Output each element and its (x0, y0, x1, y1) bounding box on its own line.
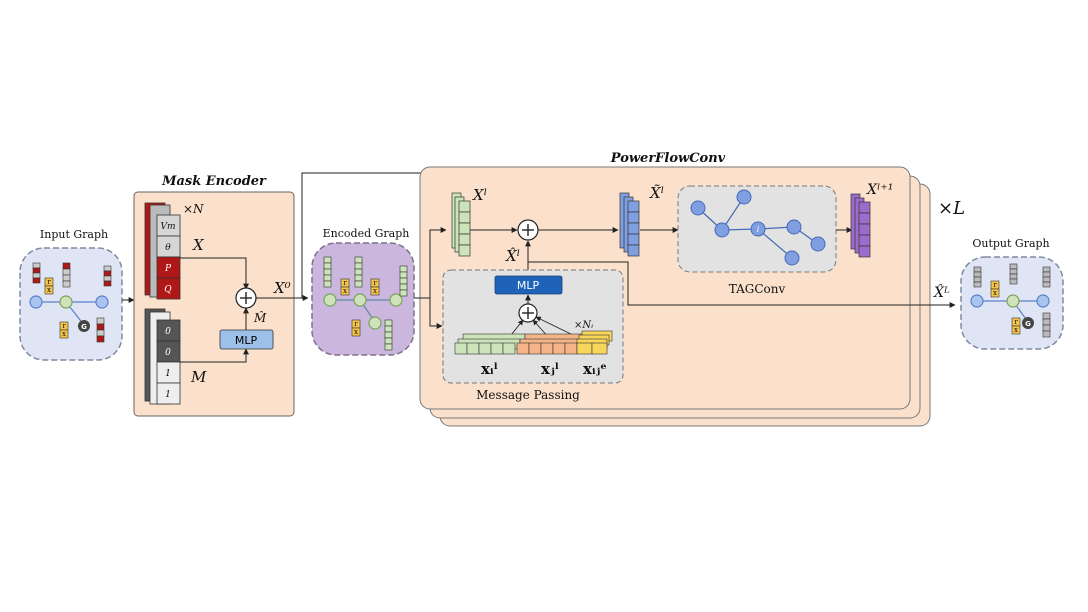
xi-label: xᵢˡ (481, 360, 498, 378)
encoded-vector (323, 256, 408, 351)
powerflowconv-title: PowerFlowConv (610, 151, 726, 166)
encoded-graph-title: Encoded Graph (323, 227, 410, 240)
edge-feature: r x r x r x (340, 278, 380, 337)
svg-text:r: r (47, 278, 51, 286)
svg-text:θ: θ (165, 243, 171, 253)
xl-vector-stack (451, 192, 471, 257)
svg-text:x: x (62, 330, 66, 338)
xl-hat-label: X̂ˡ (505, 247, 520, 265)
m-label: M (190, 368, 207, 386)
svg-text:1: 1 (165, 390, 171, 400)
output-graph-title: Output Graph (972, 237, 1049, 250)
edge-feature: r x (59, 321, 69, 339)
mlp-label: MLP (517, 279, 540, 292)
bus-node (59, 295, 73, 309)
svg-text:x: x (354, 328, 358, 336)
input-graph: Input Graph G (19, 228, 123, 361)
feature-vector (32, 262, 41, 284)
svg-text:x: x (343, 287, 347, 295)
generator-node (78, 320, 90, 332)
m-hat-label: M̂ (253, 310, 267, 325)
graph-node (786, 219, 802, 235)
mlp-label: MLP (235, 334, 258, 347)
graph-node (736, 189, 752, 205)
bus-node (1036, 294, 1050, 308)
graph-node (714, 222, 730, 238)
svg-text:x: x (993, 289, 997, 297)
generator-label: G (1025, 320, 1031, 328)
tagconv-title: TAGConv (729, 282, 786, 296)
powerflowconv: PowerFlowConv ×L Xˡ X̂ˡ Message Passing … (414, 151, 965, 427)
layer-repeat: ×L (938, 198, 965, 219)
message-passing-title: Message Passing (476, 388, 580, 402)
svg-text:r: r (354, 320, 358, 328)
graph-node-center (750, 221, 766, 237)
xij-label: xᵢⱼᵉ (583, 360, 607, 378)
svg-text:0: 0 (165, 327, 171, 337)
svg-text:x: x (47, 286, 51, 294)
xij-vector (576, 330, 613, 355)
message-repeat: ×Nᵢ (574, 320, 593, 331)
output-graph: Output Graph G r x r x (960, 237, 1064, 350)
xl-tilde-vector-stack (619, 192, 640, 257)
mask-vector-stack: 0 0 1 1 (156, 319, 181, 405)
bus-node (29, 295, 43, 309)
message-passing-panel (442, 269, 624, 384)
svg-text:Vm: Vm (160, 222, 175, 232)
svg-text:Q: Q (164, 285, 172, 295)
encoded-node (389, 293, 403, 307)
xl1-label: Xˡ⁺¹ (866, 182, 893, 198)
svg-text:x: x (373, 287, 377, 295)
encoded-node (353, 293, 367, 307)
mask-encoder-title: Mask Encoder (161, 174, 267, 189)
x-label: X (192, 236, 205, 254)
feature-vector (62, 262, 71, 288)
xj-vector (516, 333, 588, 355)
bus-node (95, 295, 109, 309)
input-graph-title: Input Graph (40, 228, 108, 241)
xl-hat-out-label: X̂ᴸ (933, 283, 950, 301)
bus-node (1006, 294, 1020, 308)
encoder-repeat: ×N (183, 202, 204, 216)
xl-tilde-label: X̃ˡ (649, 184, 664, 202)
encoded-graph: Encoded Graph r x r x r x (311, 227, 415, 356)
xl-label: Xˡ (472, 186, 487, 204)
svg-text:r: r (993, 281, 997, 289)
svg-text:r: r (373, 279, 377, 287)
graph-node (690, 200, 706, 216)
mask-encoder: Mask Encoder Vm θ P Q ×N 0 0 1 1 (133, 174, 309, 417)
x0-label: X⁰ (273, 279, 291, 297)
graph-node (784, 250, 800, 266)
xi-vector (454, 333, 526, 355)
encoded-node (323, 293, 337, 307)
xl1-vector-stack (850, 193, 871, 258)
generator-node (1022, 317, 1034, 329)
generator-label: G (81, 323, 87, 331)
graph-node (810, 236, 826, 252)
mlp-block (494, 275, 563, 295)
center-node-label: i (757, 225, 760, 234)
encoded-node (368, 316, 382, 330)
svg-text:r: r (343, 279, 347, 287)
state-vector-stack: Vm θ P Q (156, 214, 181, 300)
svg-text:0: 0 (165, 348, 171, 358)
svg-text:1: 1 (165, 369, 171, 379)
feature-vector (96, 317, 105, 343)
svg-text:r: r (1014, 318, 1018, 326)
output-vector (973, 263, 1051, 338)
edge-feature: r x r x (990, 280, 1021, 335)
svg-text:x: x (1014, 326, 1018, 334)
svg-text:r: r (62, 322, 66, 330)
bus-node (970, 294, 984, 308)
svg-text:P: P (164, 264, 172, 274)
feature-vector (103, 265, 112, 287)
xj-label: xⱼˡ (541, 360, 559, 378)
edge-feature: r x (44, 277, 54, 295)
